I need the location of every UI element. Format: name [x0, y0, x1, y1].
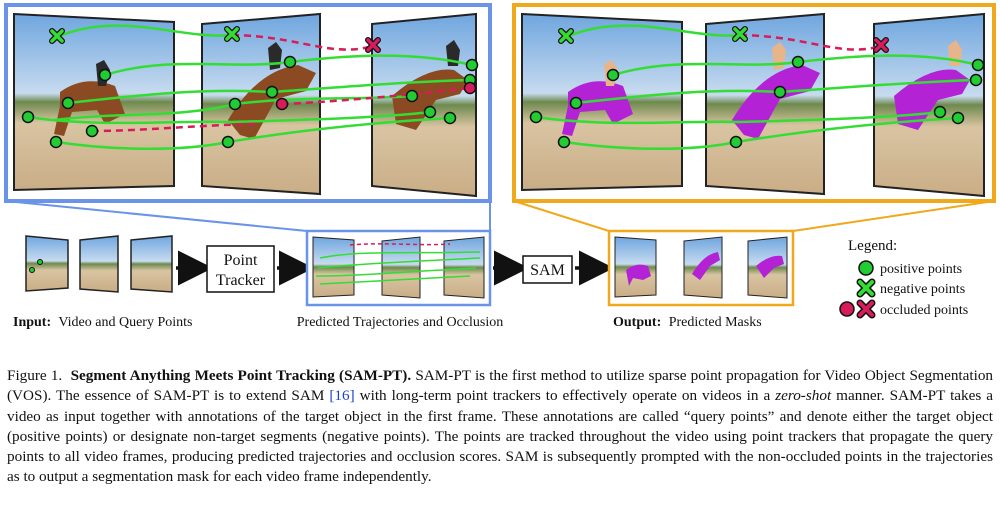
- mask-frame-3: [873, 12, 985, 198]
- input-frames: [25, 235, 173, 293]
- figure-caption: Figure 1. Segment Anything Meets Point T…: [7, 366, 993, 487]
- caption-reference-link[interactable]: [16]: [329, 387, 355, 405]
- point-tracker-box: Point Tracker: [206, 245, 275, 293]
- point-tracker-label-line2: Tracker: [216, 272, 266, 289]
- mask-points: [529, 55, 985, 149]
- zoom-connectors: [5, 200, 995, 232]
- input-frame-1: [25, 235, 69, 292]
- legend-positive: positive points: [858, 260, 962, 277]
- mask-thumbnails: [607, 229, 795, 307]
- sam-label: SAM: [530, 262, 565, 279]
- green-cross-icon: [856, 278, 876, 298]
- trajectory-negative-points: [49, 26, 381, 53]
- input-frame-2: [79, 235, 119, 293]
- point-tracker-label-line1: Point: [224, 252, 258, 269]
- output-label: Output: Predicted Masks: [613, 315, 762, 330]
- legend-negative-label: negative points: [880, 282, 965, 297]
- trajectory-points: [21, 55, 479, 149]
- trajectory-frame-1: [13, 12, 175, 192]
- pink-cross-icon: [856, 299, 876, 319]
- blue-zoom-left: [5, 200, 308, 232]
- mask-panel: [512, 3, 996, 203]
- caption-part2: with long-term point trackers to effecti…: [354, 387, 776, 405]
- caption-part3: manner. SAM-PT takes a video as input to…: [7, 387, 994, 486]
- output-label-rest: Predicted Masks: [669, 315, 762, 330]
- caption-title: Segment Anything Meets Point Tracking (S…: [70, 367, 412, 385]
- input-label: Input: Video and Query Points: [13, 315, 192, 330]
- orange-zoom-right: [792, 200, 995, 232]
- input-label-rest: Video and Query Points: [58, 315, 192, 330]
- legend: Legend: positive points negative points …: [839, 238, 968, 319]
- sam-pt-figure: Point Tracker SAM Legend:: [4, 3, 996, 330]
- legend-title: Legend:: [848, 238, 897, 254]
- legend-positive-label: positive points: [880, 262, 962, 277]
- trajectory-panel: [4, 3, 492, 203]
- trajectories-label: Predicted Trajectories and Occlusion: [297, 315, 503, 330]
- trajectory-frame-2: [201, 12, 321, 196]
- caption-prefix: Figure 1.: [7, 367, 63, 385]
- legend-negative: negative points: [856, 278, 965, 298]
- trajectory-thumbnails: [305, 229, 492, 307]
- input-label-bold: Input:: [13, 315, 51, 330]
- caption-part1: SAM-PT is the first method to utilize sp…: [7, 367, 994, 405]
- input-frame-3: [130, 235, 173, 293]
- mask-frame-2: [705, 12, 825, 196]
- trajectory-frame-3: [371, 12, 477, 198]
- sam-box: SAM: [522, 255, 573, 284]
- pink-circle-icon: [839, 301, 855, 317]
- output-label-bold: Output:: [613, 315, 661, 330]
- mask-negative-points: [558, 26, 889, 53]
- caption-italic: zero-shot: [775, 387, 832, 405]
- mask-frame-1: [521, 12, 683, 192]
- legend-occluded-label: occluded points: [880, 303, 968, 318]
- green-circle-icon: [858, 260, 874, 276]
- orange-zoom-left: [513, 200, 610, 232]
- legend-occluded: occluded points: [839, 299, 968, 319]
